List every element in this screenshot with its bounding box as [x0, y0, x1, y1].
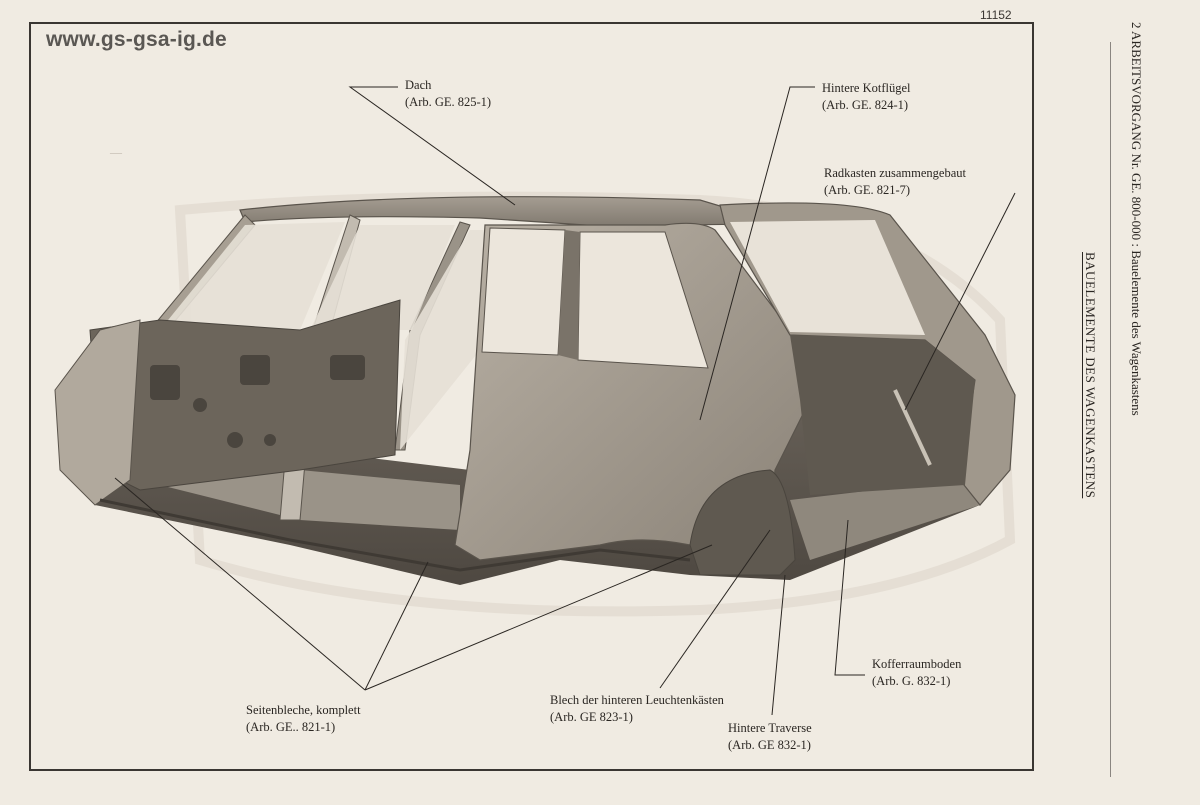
side-section-title: BAUELEMENTE DES WAGENKASTENS — [1083, 252, 1098, 499]
callout-radkasten: Radkasten zusammengebaut (Arb. GE. 821-7… — [824, 165, 966, 199]
callout-kofferraumboden: Kofferraumboden (Arb. G. 832-1) — [872, 656, 961, 690]
callout-dach-ref: (Arb. GE. 825-1) — [405, 95, 492, 109]
callout-hintere-traverse-ref: (Arb. GE 832-1) — [728, 738, 811, 752]
callout-kofferraumboden-name: Kofferraumboden — [872, 657, 962, 671]
callout-seitenbleche-ref: (Arb. GE.. 821-1) — [246, 720, 336, 734]
callout-kofferraumboden-ref: (Arb. G. 832-1) — [872, 674, 951, 688]
page-number: 11152 — [980, 8, 1012, 22]
callout-hintere-traverse-name: Hintere Traverse — [728, 721, 812, 735]
callout-blech-leuchtenkaesten-ref: (Arb. GE 823-1) — [550, 710, 633, 724]
callout-radkasten-name: Radkasten zusammengebaut — [824, 166, 966, 180]
side-operation-text: 2 ARBEITSVORGANG Nr. GE. 800-000 : Bauel… — [1129, 22, 1144, 416]
callout-seitenbleche: Seitenbleche, komplett (Arb. GE.. 821-1) — [246, 702, 361, 736]
callout-hintere-kotfluegel-name: Hintere Kotflügel — [822, 81, 911, 95]
callout-dach-name: Dach — [405, 78, 432, 92]
side-divider — [1110, 42, 1111, 777]
callout-hintere-traverse: Hintere Traverse (Arb. GE 832-1) — [728, 720, 812, 754]
page-frame — [29, 22, 1034, 771]
callout-seitenbleche-name: Seitenbleche, komplett — [246, 703, 361, 717]
callout-blech-leuchtenkaesten: Blech der hinteren Leuchtenkästen (Arb. … — [550, 692, 724, 726]
watermark: www.gs-gsa-ig.de — [46, 28, 227, 51]
callout-radkasten-ref: (Arb. GE. 821-7) — [824, 183, 911, 197]
callout-hintere-kotfluegel: Hintere Kotflügel (Arb. GE. 824-1) — [822, 80, 911, 114]
callout-blech-leuchtenkaesten-name: Blech der hinteren Leuchtenkästen — [550, 693, 724, 707]
callout-hintere-kotfluegel-ref: (Arb. GE. 824-1) — [822, 98, 909, 112]
callout-dach: Dach (Arb. GE. 825-1) — [405, 77, 491, 111]
